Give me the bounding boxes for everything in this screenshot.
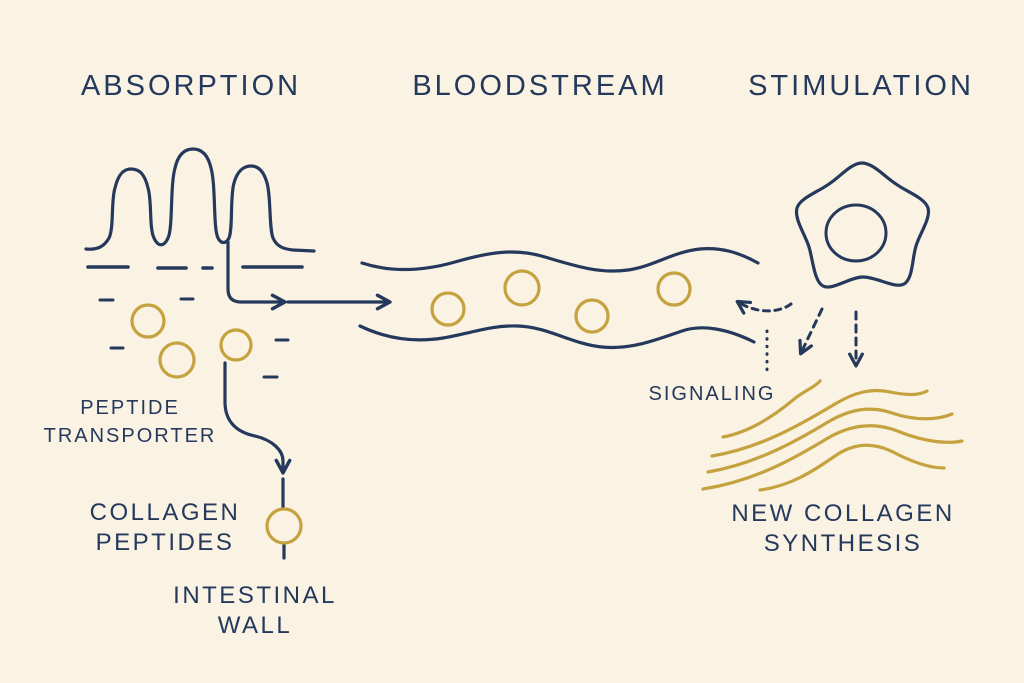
- intestinal-villi-icon: [84, 147, 316, 253]
- label-intestinal-wall-line2: WALL: [217, 612, 293, 639]
- header-absorption: ABSORPTION: [80, 70, 302, 102]
- label-peptide-transporter-line1: PEPTIDE: [80, 397, 180, 419]
- label-signaling: SIGNALING: [648, 383, 776, 405]
- label-collagen-peptides-line1: COLLAGEN: [89, 499, 241, 526]
- signaling-arrow-curved: [735, 299, 793, 315]
- peptide-scatter-dashes: [98, 297, 290, 379]
- peptide-circles-bloodstream: [430, 269, 692, 334]
- bloodstream-vessel-icon: [358, 247, 760, 350]
- fibroblast-cell-icon: [794, 161, 931, 289]
- collagen-fibers-icon: [701, 379, 964, 492]
- label-intestinal-wall: INTESTINAL WALL: [173, 581, 337, 641]
- peptide-circles-gut: [130, 303, 253, 379]
- header-bloodstream: BLOODSTREAM: [412, 70, 668, 102]
- cell-nucleus: [824, 203, 888, 263]
- header-stimulation: STIMULATION: [748, 70, 974, 102]
- collagen-peptide-circle: [265, 507, 303, 545]
- label-peptide-transporter: PEPTIDE TRANSPORTER: [44, 394, 217, 450]
- label-intestinal-wall-line1: INTESTINAL: [173, 582, 337, 609]
- label-new-collagen-synthesis: NEW COLLAGEN SYNTHESIS: [731, 499, 954, 559]
- label-collagen-peptides-line2: PEPTIDES: [95, 529, 235, 556]
- transporter-channel-arrow: [223, 361, 292, 560]
- label-new-collagen-synthesis-line1: NEW COLLAGEN: [731, 500, 955, 527]
- absorption-to-bloodstream-arrow: [226, 240, 392, 311]
- label-collagen-peptides: COLLAGEN PEPTIDES: [90, 498, 241, 558]
- intestinal-wall-dashes: [86, 265, 304, 270]
- label-peptide-transporter-line2: TRANSPORTER: [43, 425, 217, 447]
- label-new-collagen-synthesis-line2: SYNTHESIS: [763, 530, 923, 557]
- stimulation-arrows: [798, 307, 864, 368]
